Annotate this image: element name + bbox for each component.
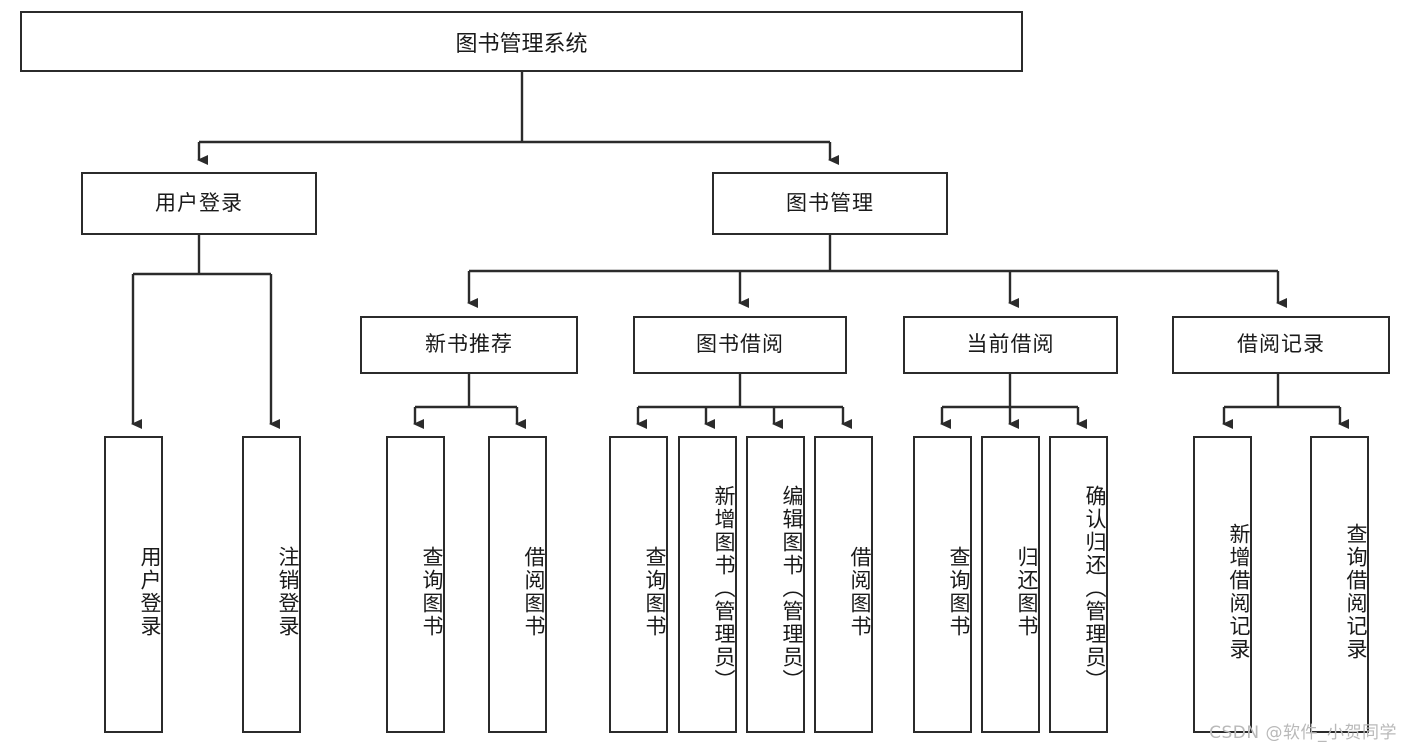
node-label: 当前借阅 xyxy=(966,332,1055,357)
node-leaf-user-login[interactable]: 用户登录 xyxy=(104,436,163,733)
node-label: 借阅记录 xyxy=(1237,332,1325,357)
node-leaf-add-book-admin[interactable]: 新增图书（管理员） xyxy=(678,436,737,733)
node-label: 编辑图书（管理员） xyxy=(780,485,804,692)
node-book-management[interactable]: 图书管理 xyxy=(712,172,948,235)
csdn-watermark: CSDN @软件_小贺同学 xyxy=(1209,723,1397,743)
node-leaf-borrow-book-recommend[interactable]: 借阅图书 xyxy=(488,436,547,733)
node-label: 用户登录 xyxy=(138,545,162,638)
node-label: 查询借阅记录 xyxy=(1344,522,1368,661)
node-label: 新增图书（管理员） xyxy=(712,485,736,692)
node-leaf-logout[interactable]: 注销登录 xyxy=(242,436,301,733)
node-current-borrow[interactable]: 当前借阅 xyxy=(903,316,1118,374)
node-label: 图书管理系统 xyxy=(455,31,588,57)
node-new-book-recommend[interactable]: 新书推荐 xyxy=(360,316,578,374)
node-leaf-edit-book-admin[interactable]: 编辑图书（管理员） xyxy=(746,436,805,733)
node-label: 借阅图书 xyxy=(848,545,872,638)
node-label: 图书管理 xyxy=(786,190,874,215)
node-label: 查询图书 xyxy=(947,545,971,638)
node-leaf-query-book-recommend[interactable]: 查询图书 xyxy=(386,436,445,733)
node-label: 查询图书 xyxy=(643,545,667,638)
node-label: 注销登录 xyxy=(276,545,300,638)
node-leaf-borrow-book[interactable]: 借阅图书 xyxy=(814,436,873,733)
node-book-borrow[interactable]: 图书借阅 xyxy=(633,316,847,374)
node-label: 图书借阅 xyxy=(696,332,784,357)
node-root-system[interactable]: 图书管理系统 xyxy=(20,11,1023,72)
node-label: 归还图书 xyxy=(1015,545,1039,638)
node-label: 新增借阅记录 xyxy=(1227,522,1251,661)
node-leaf-return-book[interactable]: 归还图书 xyxy=(981,436,1040,733)
node-user-login[interactable]: 用户登录 xyxy=(81,172,317,235)
node-leaf-query-book-current[interactable]: 查询图书 xyxy=(913,436,972,733)
node-borrow-record[interactable]: 借阅记录 xyxy=(1172,316,1390,374)
node-leaf-query-book-borrow[interactable]: 查询图书 xyxy=(609,436,668,733)
node-leaf-confirm-return-admin[interactable]: 确认归还（管理员） xyxy=(1049,436,1108,733)
node-label: 借阅图书 xyxy=(522,545,546,638)
node-label: 新书推荐 xyxy=(425,332,513,357)
node-leaf-add-borrow-record[interactable]: 新增借阅记录 xyxy=(1193,436,1252,733)
node-label: 用户登录 xyxy=(155,190,243,215)
node-label: 查询图书 xyxy=(420,545,444,638)
node-leaf-query-borrow-record[interactable]: 查询借阅记录 xyxy=(1310,436,1369,733)
node-label: 确认归还（管理员） xyxy=(1083,485,1107,692)
